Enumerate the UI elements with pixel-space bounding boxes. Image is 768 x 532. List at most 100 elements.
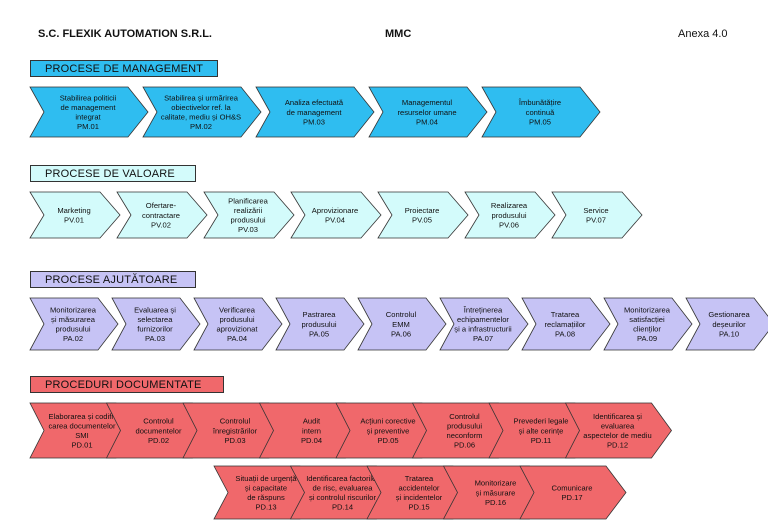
chevron-label: Realizarea — [491, 201, 528, 210]
chevron-label: PD.04 — [301, 436, 322, 445]
chevron-label: Tratarea — [405, 474, 434, 483]
chevron-label: PV.07 — [586, 216, 606, 225]
chevron-label: Controlul — [449, 412, 480, 421]
chevron-label: și incidentelor — [396, 493, 443, 502]
chevron-shape — [203, 191, 295, 239]
chevron-label: PV.06 — [499, 220, 519, 229]
chevron-label: și măsurarea — [51, 315, 96, 324]
chevron-label: Stabilirea și urmărirea — [164, 93, 239, 102]
chevron-label: PA.02 — [63, 334, 83, 343]
chevron-label: produsului — [55, 325, 90, 334]
chevron-label: furnizorilor — [137, 325, 173, 334]
chevron-label: Managementul — [402, 98, 453, 107]
chevron-label: aspectelor de mediu — [583, 431, 651, 440]
chevron-shape — [116, 191, 208, 239]
chevron-shape — [255, 86, 375, 138]
chevron-label: reclamațiilor — [545, 320, 586, 329]
chevron-shape — [519, 465, 627, 520]
chevron-label: Identificarea factorilor — [306, 474, 379, 483]
chevron-label: și a infrastructurii — [454, 325, 512, 334]
chevron-label: PD.06 — [454, 441, 475, 450]
chevron-label: Pastrarea — [303, 310, 337, 319]
chevron-label: Identificarea și — [593, 412, 642, 421]
chevron-label: PA.03 — [145, 334, 165, 343]
chevron-label: și controlul riscurilor — [309, 493, 377, 502]
chevron-label: accidentelor — [399, 484, 440, 493]
chevron-shape — [29, 86, 149, 138]
chevron-shape — [603, 297, 693, 351]
chevron-label: PV.04 — [325, 216, 345, 225]
chevron-label: Monitorizarea — [50, 305, 97, 314]
chevron-label: carea documentelor — [48, 422, 116, 431]
chevron-label: PM.04 — [416, 117, 438, 126]
chevron-label: de risc, evaluarea — [313, 484, 374, 493]
chevron-label: PV.02 — [151, 220, 171, 229]
section-title-value: PROCESE DE VALOARE — [30, 165, 196, 182]
chevron-label: Ofertare- — [146, 201, 177, 210]
chevron-label: satisfacției — [629, 315, 665, 324]
chevron-label: Comunicare — [552, 484, 593, 493]
chevron-shape — [551, 191, 643, 239]
company-name: S.C. FLEXIK AUTOMATION S.R.L. — [38, 28, 212, 40]
document-code: MMC — [385, 28, 412, 40]
chevron-label: PV.01 — [64, 216, 84, 225]
annex-label: Anexa 4.0 — [678, 28, 728, 40]
chevron-label: Evaluarea și — [134, 305, 176, 314]
chevron-label: echipamentelor — [457, 315, 509, 324]
chevron-label: Marketing — [57, 206, 90, 215]
chevron-label: continuă — [526, 108, 555, 117]
chevron-label: Monitorizarea — [624, 305, 671, 314]
chevron-label: PA.04 — [227, 334, 247, 343]
chevron-label: PD.13 — [255, 503, 276, 512]
chevron-label: PD.12 — [607, 441, 628, 450]
chevron-shape — [368, 86, 488, 138]
chevron-label: PA.08 — [555, 329, 575, 338]
chevron-label: Situații de urgență — [235, 474, 297, 483]
chevron-label: contractare — [142, 211, 180, 220]
section-title-support: PROCESE AJUTĂTOARE — [30, 271, 196, 288]
chevron-shape — [275, 297, 365, 351]
chevron-shape — [439, 297, 529, 351]
chevron-label: și alte cerințe — [519, 426, 564, 435]
chevron-label: Tratarea — [551, 310, 580, 319]
chevron-label: obiectivelor ref. la — [171, 103, 231, 112]
chevron-label: neconform — [447, 431, 483, 440]
chevron-label: și măsurare — [476, 488, 516, 497]
section-title-documented: PROCEDURI DOCUMENTATE — [30, 376, 224, 393]
chevron-label: PM.05 — [529, 117, 551, 126]
chevron-label: intern — [302, 426, 321, 435]
chevron-label: înregistrărilor — [212, 426, 258, 435]
chevron-label: și preventive — [367, 426, 410, 435]
chevron-label: resurselor umane — [397, 108, 456, 117]
chevron-label: Audit — [303, 417, 321, 426]
chevron-label: PD.16 — [485, 498, 506, 507]
chevron-label: Aprovizionare — [312, 206, 358, 215]
chevron-label: selectarea — [137, 315, 173, 324]
chevron-label: PA.05 — [309, 329, 329, 338]
chevron-shape — [377, 191, 469, 239]
chevron-label: produsului — [219, 315, 254, 324]
chevron-shape — [142, 86, 262, 138]
chevron-label: aprovizionat — [217, 325, 259, 334]
chevron-label: PD.11 — [531, 436, 552, 445]
